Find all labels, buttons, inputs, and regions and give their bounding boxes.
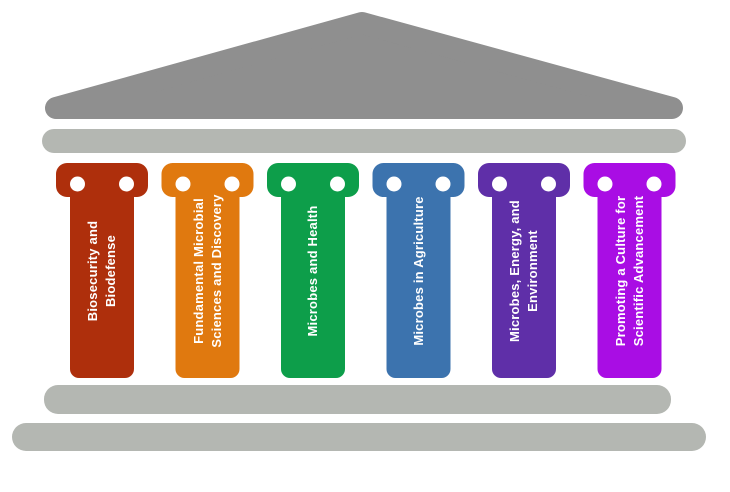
- pillar-shape-microbes-energy-environment: [478, 163, 570, 378]
- volute-notch-left-icon: [597, 176, 613, 192]
- pillar-shape-microbes-and-health: [267, 163, 359, 378]
- pillar-shaft: [70, 170, 134, 378]
- volute-notch-left-icon: [281, 176, 296, 192]
- volute-notch-right-icon: [119, 176, 134, 192]
- base-beam: [12, 423, 706, 451]
- pillar-shape-biosecurity-and-biodefense: [56, 163, 148, 378]
- pillar-shape-fundamental-microbial-sciences: [161, 163, 254, 378]
- pillar-shaft: [597, 170, 662, 378]
- pillar-shape-microbes-in-agriculture: [372, 163, 465, 378]
- pillar-shaft: [175, 170, 240, 378]
- stylobate-beam: [44, 385, 671, 414]
- volute-notch-right-icon: [330, 176, 345, 192]
- pediment: [45, 12, 683, 119]
- volute-notch-right-icon: [435, 176, 451, 192]
- volute-notch-right-icon: [541, 176, 556, 192]
- pediment-triangle: [45, 12, 683, 119]
- architrave-beam: [42, 129, 686, 153]
- volute-notch-right-icon: [224, 176, 240, 192]
- volute-notch-left-icon: [70, 176, 85, 192]
- volute-notch-right-icon: [646, 176, 662, 192]
- volute-notch-left-icon: [386, 176, 402, 192]
- beams: [12, 129, 706, 451]
- volute-notch-left-icon: [492, 176, 507, 192]
- pillar-shaft: [281, 170, 345, 378]
- pillar-shaft: [386, 170, 451, 378]
- volute-notch-left-icon: [175, 176, 191, 192]
- pillar-shaft: [492, 170, 556, 378]
- pillar-shape-promoting-scientific-advancement: [583, 163, 676, 378]
